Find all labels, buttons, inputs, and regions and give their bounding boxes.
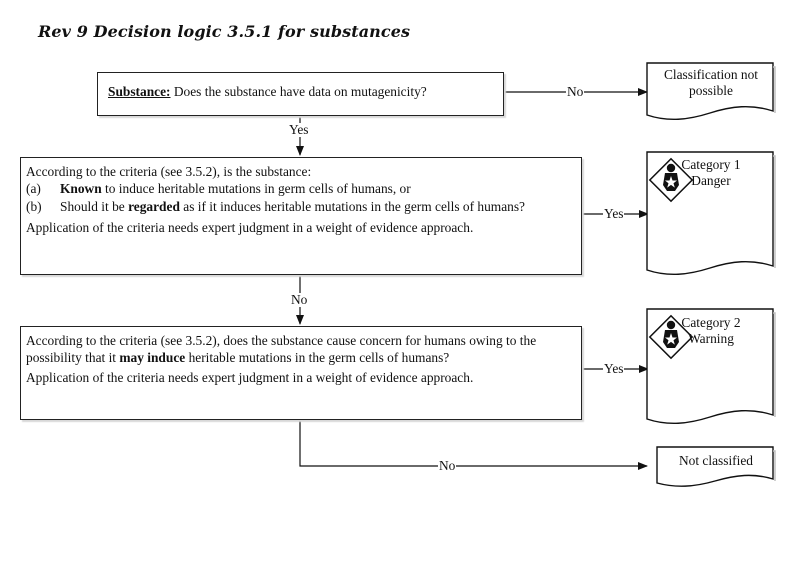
q2-footer: Application of the criteria needs expert…: [26, 370, 474, 385]
q1-option-b-key: (b): [26, 199, 42, 214]
q2-text: According to the criteria (see 3.5.2), d…: [26, 333, 575, 366]
diagram-title: Rev 9 Decision logic 3.5.1 for substance…: [38, 22, 411, 41]
q1-option-a-key: (a): [26, 180, 41, 196]
q2-text-bold: may induce: [119, 349, 186, 365]
label-yes-1: Yes: [288, 122, 310, 137]
health-hazard-icon: [648, 314, 694, 360]
q1-footer: Application of the criteria needs expert…: [26, 219, 474, 235]
question-data-available: Substance: Does the substance have data …: [97, 72, 504, 116]
q1-option-b: (b) Should it be regarded as if it induc…: [26, 199, 575, 216]
q1-intro: According to the criteria (see 3.5.2), i…: [26, 164, 312, 179]
q1-option-a-text: to induce heritable mutations in germ ce…: [101, 180, 411, 196]
question-category-2: According to the criteria (see 3.5.2), d…: [20, 326, 582, 420]
q2-text-post: heritable mutations in the germ cells of…: [185, 349, 450, 365]
health-hazard-icon: [648, 157, 694, 203]
arrow-q2-no: [299, 420, 648, 470]
label-yes-2: Yes: [603, 206, 625, 221]
q2-text-pre: According to the criteria (see 3.5.2), d…: [26, 333, 537, 365]
category-2-title: Category 2: [681, 315, 741, 330]
q1-option-b-post: as if it induces heritable mutations in …: [179, 199, 525, 214]
category-1-title: Category 1: [681, 157, 741, 172]
outcome-category-2: Category 2 Warning: [646, 308, 776, 430]
category-1-signal-word: Danger: [691, 173, 731, 188]
label-no-2: No: [290, 292, 309, 307]
q1-option-a-bold: Known: [60, 180, 102, 196]
substance-label: Substance:: [108, 84, 171, 99]
outcome-not-possible-label: Classification not possible: [663, 67, 759, 98]
label-no-1: No: [566, 84, 585, 99]
q1-option-a: (a) Known to induce heritable mutations …: [26, 181, 575, 198]
document-shape: [646, 62, 776, 121]
outcome-not-classified: Not classified: [656, 446, 776, 492]
outcome-not-possible: Classification not possible: [646, 62, 776, 124]
q1-option-b-bold: regarded: [128, 199, 180, 214]
q1-option-b-pre: Should it be: [60, 199, 129, 214]
label-no-3: No: [438, 458, 457, 473]
document-shape: [656, 446, 776, 487]
label-yes-3: Yes: [603, 361, 625, 376]
question-category-1: According to the criteria (see 3.5.2), i…: [20, 157, 582, 275]
outcome-not-classified-label: Not classified: [678, 453, 753, 468]
question-text: Does the substance have data on mutageni…: [170, 84, 427, 99]
category-2-signal-word: Warning: [688, 331, 734, 346]
outcome-category-1: Category 1 Danger: [646, 151, 776, 281]
